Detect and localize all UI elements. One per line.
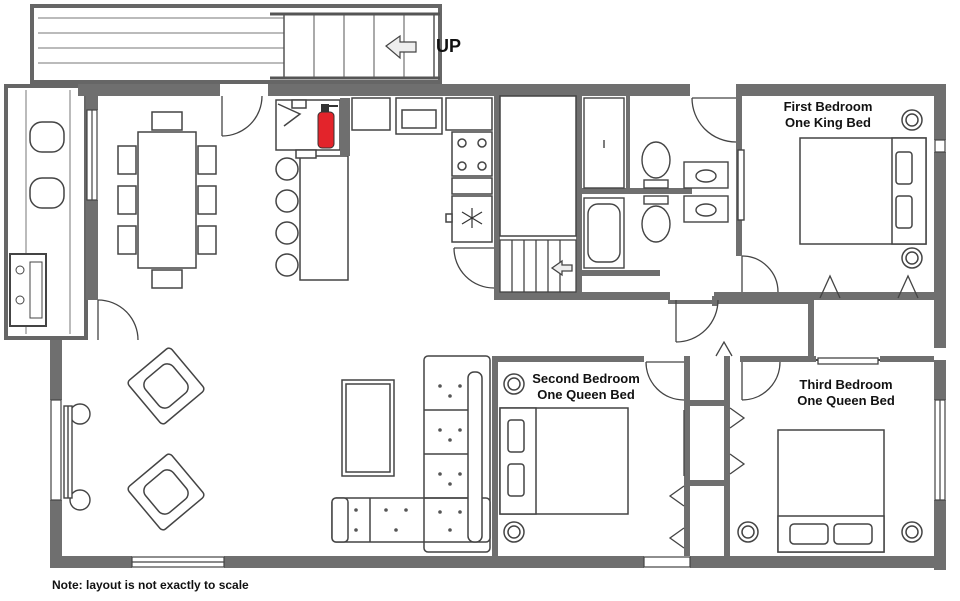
first-bedroom-title: First Bedroom (784, 99, 873, 114)
balcony-chair (29, 121, 65, 153)
balcony-chair (29, 177, 65, 209)
toilet-icon (641, 141, 671, 179)
kitchen (275, 95, 577, 281)
second-bedroom-furniture (499, 373, 629, 543)
coffee-table (341, 379, 395, 477)
windows (50, 109, 946, 568)
second-bedroom-title: Second Bedroom (532, 371, 640, 386)
left-balcony (4, 84, 88, 340)
island-counter (299, 155, 349, 281)
interior-stairs (499, 239, 577, 293)
dining-table (117, 111, 217, 289)
bbq-grill-icon (9, 253, 47, 327)
toilet-icon (641, 205, 671, 243)
fire-extinguisher-icon (317, 104, 338, 149)
stove-icon (451, 131, 493, 177)
snowflake-icon (461, 208, 483, 228)
first-bedroom-bed: One King Bed (785, 115, 871, 130)
up-arrow-icon (385, 34, 417, 60)
bathrooms (583, 97, 745, 269)
stairs-arrow-icon (550, 259, 573, 277)
bar-stools (275, 157, 299, 277)
first-bedroom-furniture (799, 109, 927, 269)
sectional-sofa (331, 355, 491, 553)
third-bedroom-furniture (737, 429, 923, 553)
side-tables (63, 403, 91, 511)
armchairs (127, 347, 205, 531)
sofa-tufting (354, 384, 462, 532)
third-bedroom-title: Third Bedroom (799, 377, 892, 392)
third-bedroom-bed: One Queen Bed (797, 393, 895, 408)
top-stairs (270, 12, 440, 80)
scale-note: Note: layout is not exactly to scale (52, 578, 249, 592)
second-bedroom-bed: One Queen Bed (537, 387, 635, 402)
stairs-up-label: UP (436, 36, 461, 56)
exterior-walls (50, 84, 946, 570)
closet-doors (668, 274, 919, 549)
doors (97, 95, 880, 401)
